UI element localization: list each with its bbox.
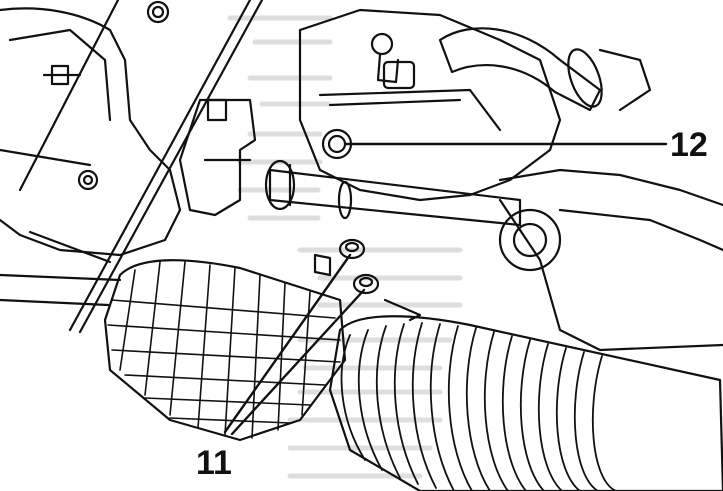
leader-line-11-b [230,288,366,436]
leader-line-11-a [223,253,352,434]
callout-label-12: 12 [670,126,708,164]
central-housing [298,8,562,202]
callout-label-11: 11 [196,444,232,482]
callout-leaders [223,142,668,436]
tie-rod-end-left [264,159,296,211]
coolant-hose [438,27,602,112]
fitting-11-upper [338,238,366,260]
control-cable [68,0,252,332]
rack-boot [328,315,723,491]
engine-block-casing [0,7,182,257]
fitting-11-lower [352,273,380,295]
tie-rod [268,168,522,227]
mount-bracket [178,98,257,217]
mesh-sleeve [103,259,347,442]
boot-corrugations [340,322,617,491]
bolt-head-top [146,0,170,24]
gear-end-boss [498,208,562,272]
bolt-head-left [77,169,99,191]
thin-rod [18,0,120,192]
steering-gear-housing [498,168,723,207]
bolt-head-upper [370,32,394,56]
